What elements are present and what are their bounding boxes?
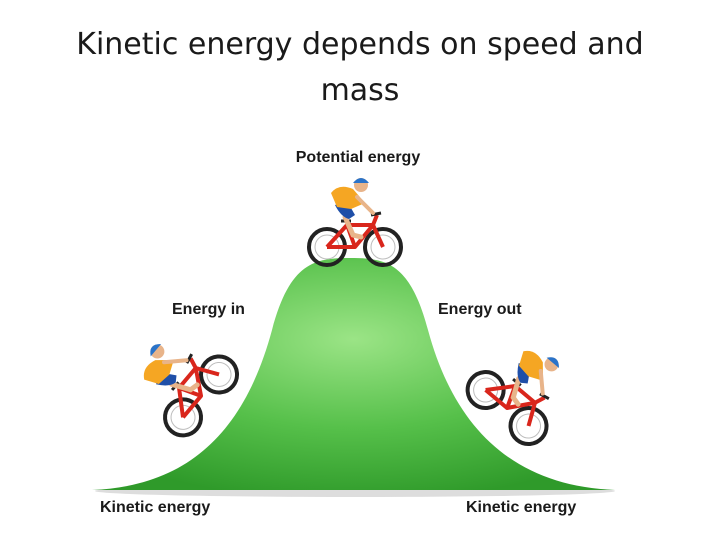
label-energy-in: Energy in	[172, 301, 245, 318]
cyclist-right	[465, 350, 559, 447]
label-energy-out: Energy out	[438, 301, 522, 318]
label-potential-energy: Potential energy	[296, 149, 421, 166]
cyclist-left	[143, 344, 240, 438]
slide-title: Kinetic energy depends on speed and mass	[0, 22, 720, 114]
title-line-2: mass	[320, 73, 400, 108]
label-kinetic-energy-right: Kinetic energy	[466, 499, 576, 516]
green-hill	[92, 258, 615, 490]
title-line-1: Kinetic energy depends on speed and	[76, 27, 644, 62]
cyclist-top	[307, 178, 403, 267]
label-kinetic-energy-left: Kinetic energy	[100, 499, 210, 516]
